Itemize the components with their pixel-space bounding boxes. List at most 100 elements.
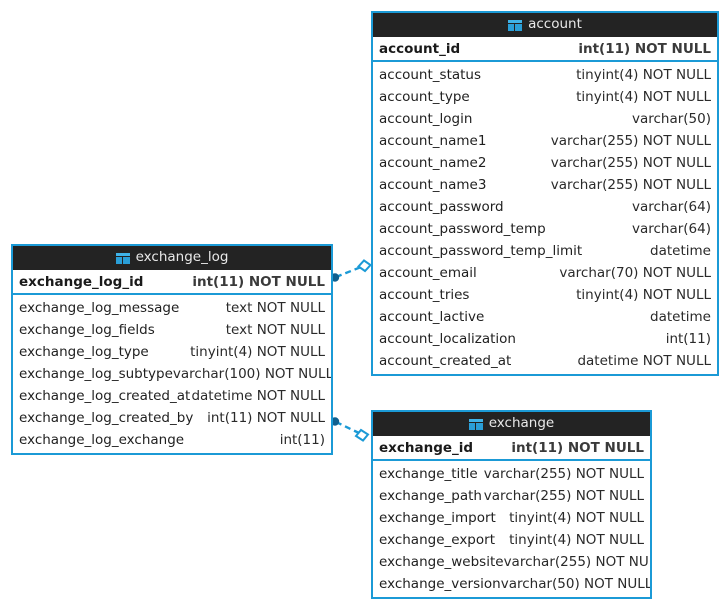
column-row[interactable]: account_type tinyint(4) NOT NULL bbox=[373, 86, 717, 108]
relationship-exchange-log-to-account[interactable] bbox=[330, 259, 373, 282]
column-row[interactable]: exchange_import tinyint(4) NOT NULL bbox=[373, 507, 650, 529]
column-type: varchar(255) NOT NULL bbox=[550, 177, 711, 193]
primary-key-row[interactable]: exchange_log_id int(11) NOT NULL bbox=[13, 270, 331, 295]
column-row[interactable]: exchange_title varchar(255) NOT NULL bbox=[373, 463, 650, 485]
table-icon bbox=[508, 19, 523, 31]
column-name: exchange_log_id bbox=[19, 273, 144, 290]
column-type: varchar(64) bbox=[631, 221, 711, 237]
column-row[interactable]: account_tries tinyint(4) NOT NULL bbox=[373, 284, 717, 306]
column-row[interactable]: account_name3 varchar(255) NOT NULL bbox=[373, 174, 717, 196]
column-row[interactable]: exchange_log_fields text NOT NULL bbox=[13, 319, 331, 341]
column-name: account_status bbox=[379, 67, 482, 83]
relationship-line bbox=[335, 265, 362, 279]
column-list: account_status tinyint(4) NOT NULL accoun… bbox=[373, 62, 717, 374]
column-type: varchar(50) bbox=[631, 111, 711, 127]
column-type: tinyint(4) NOT NULL bbox=[576, 67, 711, 83]
entity-table-exchange[interactable]: exchange exchange_id int(11) NOT NULL ex… bbox=[371, 410, 652, 599]
entity-title: exchange bbox=[488, 415, 555, 432]
column-row[interactable]: exchange_log_message text NOT NULL bbox=[13, 297, 331, 319]
entity-title: exchange_log bbox=[135, 249, 229, 266]
column-name: account_id bbox=[379, 40, 461, 57]
column-type: varchar(255) NOT NULL bbox=[483, 488, 644, 504]
column-row[interactable]: account_status tinyint(4) NOT NULL bbox=[373, 64, 717, 86]
column-row[interactable]: account_name2 varchar(255) NOT NULL bbox=[373, 152, 717, 174]
column-type: datetime NOT NULL bbox=[191, 388, 325, 404]
column-name: account_password_temp_limit bbox=[379, 243, 583, 259]
column-type: int(11) NOT NULL bbox=[192, 273, 325, 290]
column-name: account_password_temp bbox=[379, 221, 546, 237]
entity-header-exchange: exchange bbox=[373, 412, 650, 436]
column-row[interactable]: exchange_log_created_by int(11) NOT NULL bbox=[13, 407, 331, 429]
column-name: account_name2 bbox=[379, 155, 487, 171]
primary-key-row[interactable]: account_id int(11) NOT NULL bbox=[373, 37, 717, 62]
entity-header-exchange-log: exchange_log bbox=[13, 246, 331, 270]
column-type: tinyint(4) NOT NULL bbox=[576, 89, 711, 105]
column-name: exchange_log_exchange bbox=[19, 432, 185, 448]
column-type: int(11) NOT NULL bbox=[207, 410, 325, 426]
column-row[interactable]: account_password varchar(64) bbox=[373, 196, 717, 218]
table-icon bbox=[468, 418, 483, 430]
column-name: exchange_log_message bbox=[19, 300, 180, 316]
column-type: int(11) bbox=[279, 432, 325, 448]
column-type: tinyint(4) NOT NULL bbox=[190, 344, 325, 360]
column-type: tinyint(4) NOT NULL bbox=[509, 510, 644, 526]
column-row[interactable]: exchange_log_exchange int(11) bbox=[13, 429, 331, 451]
column-row[interactable]: exchange_log_type tinyint(4) NOT NULL bbox=[13, 341, 331, 363]
column-row[interactable]: account_login varchar(50) bbox=[373, 108, 717, 130]
column-type: int(11) NOT NULL bbox=[511, 439, 644, 456]
column-name: account_name3 bbox=[379, 177, 487, 193]
column-type: varchar(255) NOT NULL bbox=[503, 554, 652, 570]
column-name: exchange_log_type bbox=[19, 344, 149, 360]
relationship-exchange-log-to-exchange[interactable] bbox=[330, 417, 370, 442]
column-name: account_type bbox=[379, 89, 470, 105]
relationship-endpoint-diamond bbox=[356, 259, 373, 273]
column-type: varchar(255) NOT NULL bbox=[550, 155, 711, 171]
entity-title: account bbox=[528, 16, 582, 33]
column-name: exchange_import bbox=[379, 510, 496, 526]
relationship-line bbox=[335, 420, 360, 435]
column-type: varchar(255) NOT NULL bbox=[550, 133, 711, 149]
column-row[interactable]: account_password_temp varchar(64) bbox=[373, 218, 717, 240]
primary-key-row[interactable]: exchange_id int(11) NOT NULL bbox=[373, 436, 650, 461]
column-type: tinyint(4) NOT NULL bbox=[576, 287, 711, 303]
column-name: account_lactive bbox=[379, 309, 485, 325]
column-name: exchange_log_created_at bbox=[19, 388, 191, 404]
column-type: text NOT NULL bbox=[225, 322, 325, 338]
column-name: account_tries bbox=[379, 287, 470, 303]
entity-table-exchange-log[interactable]: exchange_log exchange_log_id int(11) NOT… bbox=[11, 244, 333, 455]
column-type: text NOT NULL bbox=[225, 300, 325, 316]
column-name: exchange_id bbox=[379, 439, 474, 456]
column-name: exchange_title bbox=[379, 466, 478, 482]
column-name: exchange_log_created_by bbox=[19, 410, 194, 426]
column-type: varchar(255) NOT NULL bbox=[483, 466, 644, 482]
column-name: exchange_website bbox=[379, 554, 504, 570]
entity-table-account[interactable]: account account_id int(11) NOT NULL acco… bbox=[371, 11, 719, 376]
column-list: exchange_title varchar(255) NOT NULL exch… bbox=[373, 461, 650, 597]
column-name: account_login bbox=[379, 111, 473, 127]
column-name: account_created_at bbox=[379, 353, 512, 369]
column-type: int(11) NOT NULL bbox=[578, 40, 711, 57]
column-name: exchange_path bbox=[379, 488, 482, 504]
column-type: int(11) bbox=[665, 331, 711, 347]
column-name: exchange_export bbox=[379, 532, 495, 548]
column-type: varchar(50) NOT NULL bbox=[500, 576, 652, 592]
column-name: account_email bbox=[379, 265, 477, 281]
table-icon bbox=[115, 252, 130, 264]
column-name: account_password bbox=[379, 199, 504, 215]
column-name: exchange_log_fields bbox=[19, 322, 155, 338]
column-type: varchar(64) bbox=[631, 199, 711, 215]
